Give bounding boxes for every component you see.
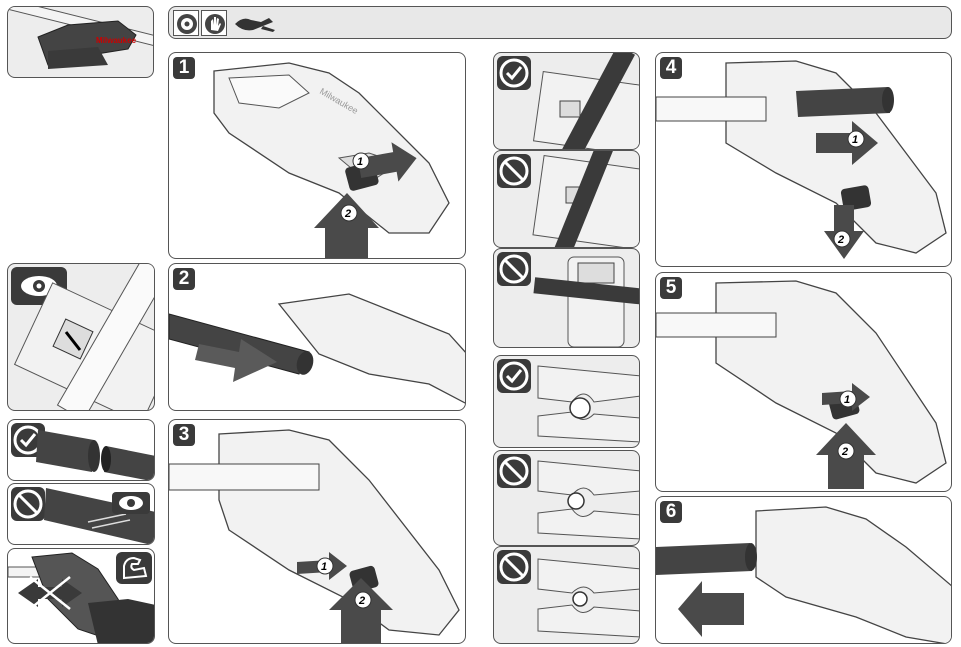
callout-1: 1: [357, 156, 363, 168]
step-6-panel: 6: [655, 496, 952, 644]
step-number: 6: [660, 501, 682, 523]
pipe-seat-bad-panel-1: [493, 450, 640, 546]
step-number: 2: [173, 268, 195, 290]
step-3-panel: 3 1 2: [168, 419, 466, 644]
orientation-good-panel: [493, 52, 640, 150]
callout-1: 1: [852, 134, 858, 146]
prohibited-icon: [497, 252, 531, 286]
prohibited-icon: [497, 154, 531, 188]
inspect-window-panel: [7, 263, 155, 411]
step-number: 5: [660, 277, 682, 299]
callout-2: 2: [837, 234, 844, 246]
pipe-seat-bad-panel-2: [493, 546, 640, 644]
callout-2: 2: [344, 208, 351, 220]
hand-grip-panel: [7, 548, 155, 644]
pipe-seat-good-panel: [493, 355, 640, 448]
arm-flex-icon: [116, 552, 152, 584]
hand-warning-icon: [229, 10, 281, 36]
orientation-bad-panel-1: [493, 150, 640, 248]
step-number: 4: [660, 57, 682, 79]
pipe-cut-good-panel: [7, 419, 155, 481]
glove-icon: [201, 10, 227, 36]
step-2-panel: 2: [168, 263, 466, 411]
checkmark-icon: [497, 359, 531, 393]
step-number: 1: [173, 57, 195, 79]
pipe-cut-bad-panel: [7, 483, 155, 545]
checkmark-icon: [497, 56, 531, 90]
step-1-panel: 1 Milwaukee 1 2: [168, 52, 466, 259]
step-5-panel: 5 1 2: [655, 272, 952, 492]
prohibited-icon: [497, 550, 531, 584]
step-number: 3: [173, 424, 195, 446]
callout-2: 2: [358, 595, 365, 607]
safety-icons-bar: [168, 6, 952, 39]
callout-1: 1: [321, 561, 327, 573]
brand-logo: Milwaukee: [96, 36, 137, 45]
overview-tool-panel: Milwaukee: [7, 6, 154, 78]
callout-1: 1: [844, 394, 850, 406]
prohibited-icon: [497, 454, 531, 488]
callout-2: 2: [841, 446, 848, 458]
prohibited-icon: [11, 487, 45, 521]
step-4-panel: 4 1 2: [655, 52, 952, 267]
orientation-bad-panel-2: [493, 248, 640, 348]
eye-protection-icon: [173, 10, 199, 36]
